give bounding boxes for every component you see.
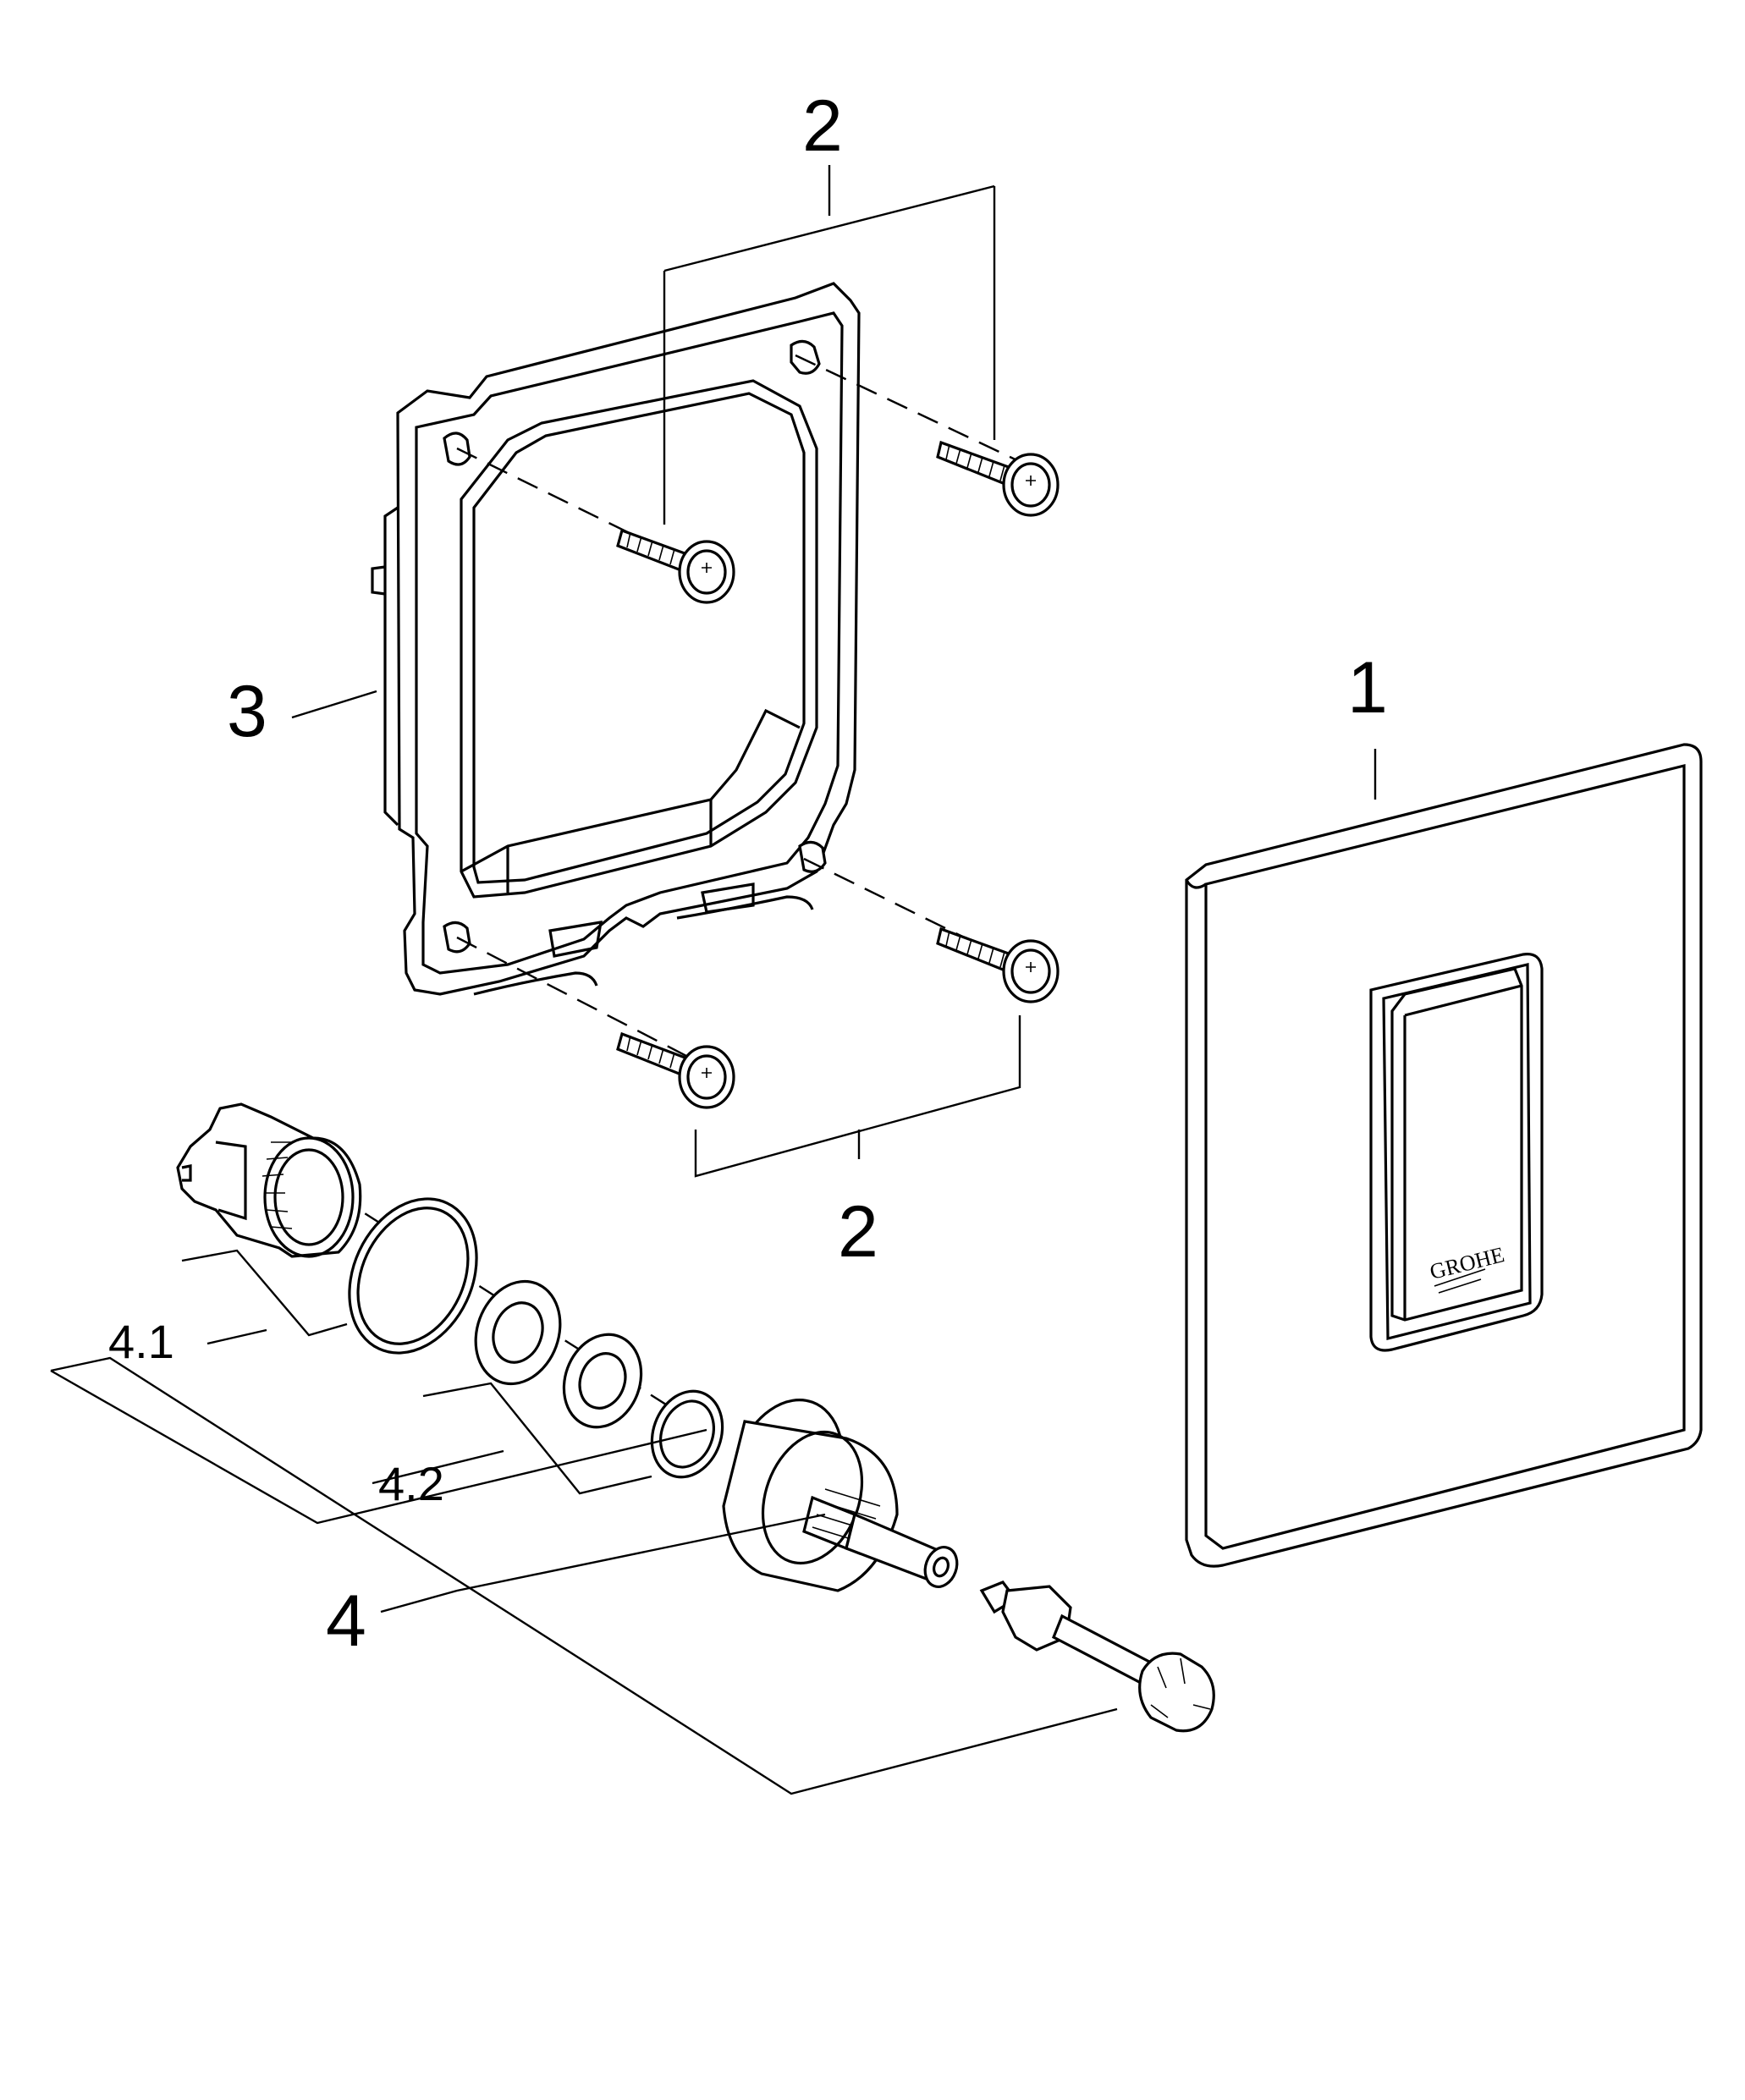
cover-plate: GROHE (1185, 743, 1703, 1568)
operating-rod (979, 1580, 1215, 1733)
seal-ring-2 (562, 1333, 643, 1429)
label-part-4-1: 4.1 (108, 1315, 174, 1368)
screw-bottom-right (936, 926, 1060, 1003)
valve-housing (176, 1102, 362, 1258)
screw-top-left (616, 528, 735, 604)
label-part-1: 1 (1347, 647, 1388, 728)
label-part-2-top: 2 (802, 85, 843, 167)
label-part-4: 4 (326, 1580, 366, 1662)
valve-cartridge (722, 1399, 959, 1592)
o-ring-large (348, 1197, 478, 1355)
leader-lines (50, 165, 1377, 1795)
callout-labels: 2 1 3 2 4.1 4.2 4 (108, 85, 1388, 1662)
label-part-2-bottom: 2 (838, 1191, 878, 1273)
label-part-4-2: 4.2 (378, 1457, 444, 1510)
screw-top-right (936, 440, 1060, 517)
seal-ring-1 (474, 1279, 562, 1386)
label-part-3: 3 (227, 671, 267, 752)
mounting-frame (371, 282, 861, 996)
screw-bottom-left (616, 1031, 735, 1109)
